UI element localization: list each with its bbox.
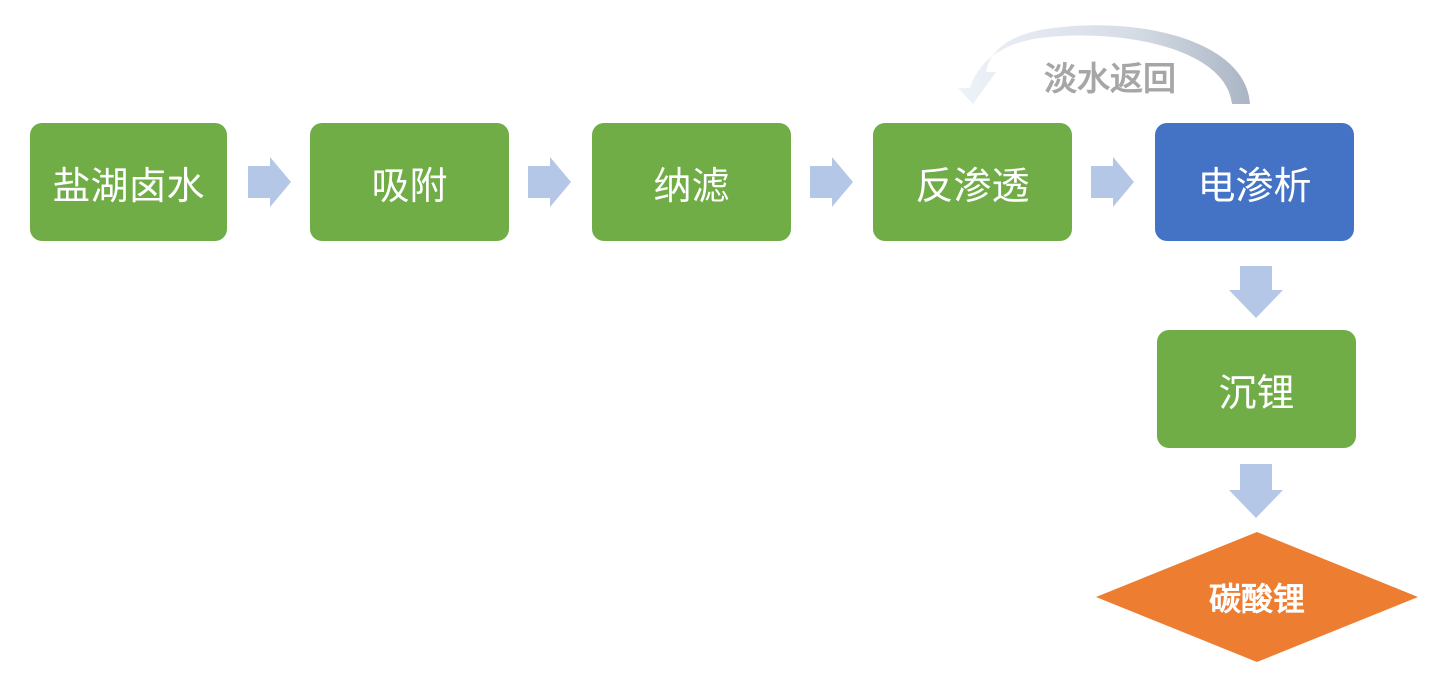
loop-arrow-shape [958, 25, 1250, 104]
product-label: 碳酸锂 [1208, 580, 1305, 618]
loop-label: 淡水返回 [1044, 59, 1176, 98]
step-brine: 盐湖卤水 [30, 123, 227, 241]
arrow-right-icon [248, 157, 291, 207]
arrow-right-icon [528, 157, 571, 207]
step-electrodialysis: 电渗析 [1155, 123, 1354, 241]
arrow-right-icon [810, 157, 853, 207]
arrow-down-icon [1229, 464, 1283, 518]
arrow-right-icon [1091, 157, 1134, 207]
product-diamond: 碳酸锂 [1096, 532, 1418, 662]
step-adsorption: 吸附 [310, 123, 509, 241]
step-reverse-osmosis: 反渗透 [873, 123, 1072, 241]
diamond-shape [1096, 532, 1418, 662]
step-nanofiltration: 纳滤 [592, 123, 791, 241]
arrow-down-icon [1229, 266, 1283, 318]
step-lithium-precipitation: 沉锂 [1157, 330, 1356, 448]
